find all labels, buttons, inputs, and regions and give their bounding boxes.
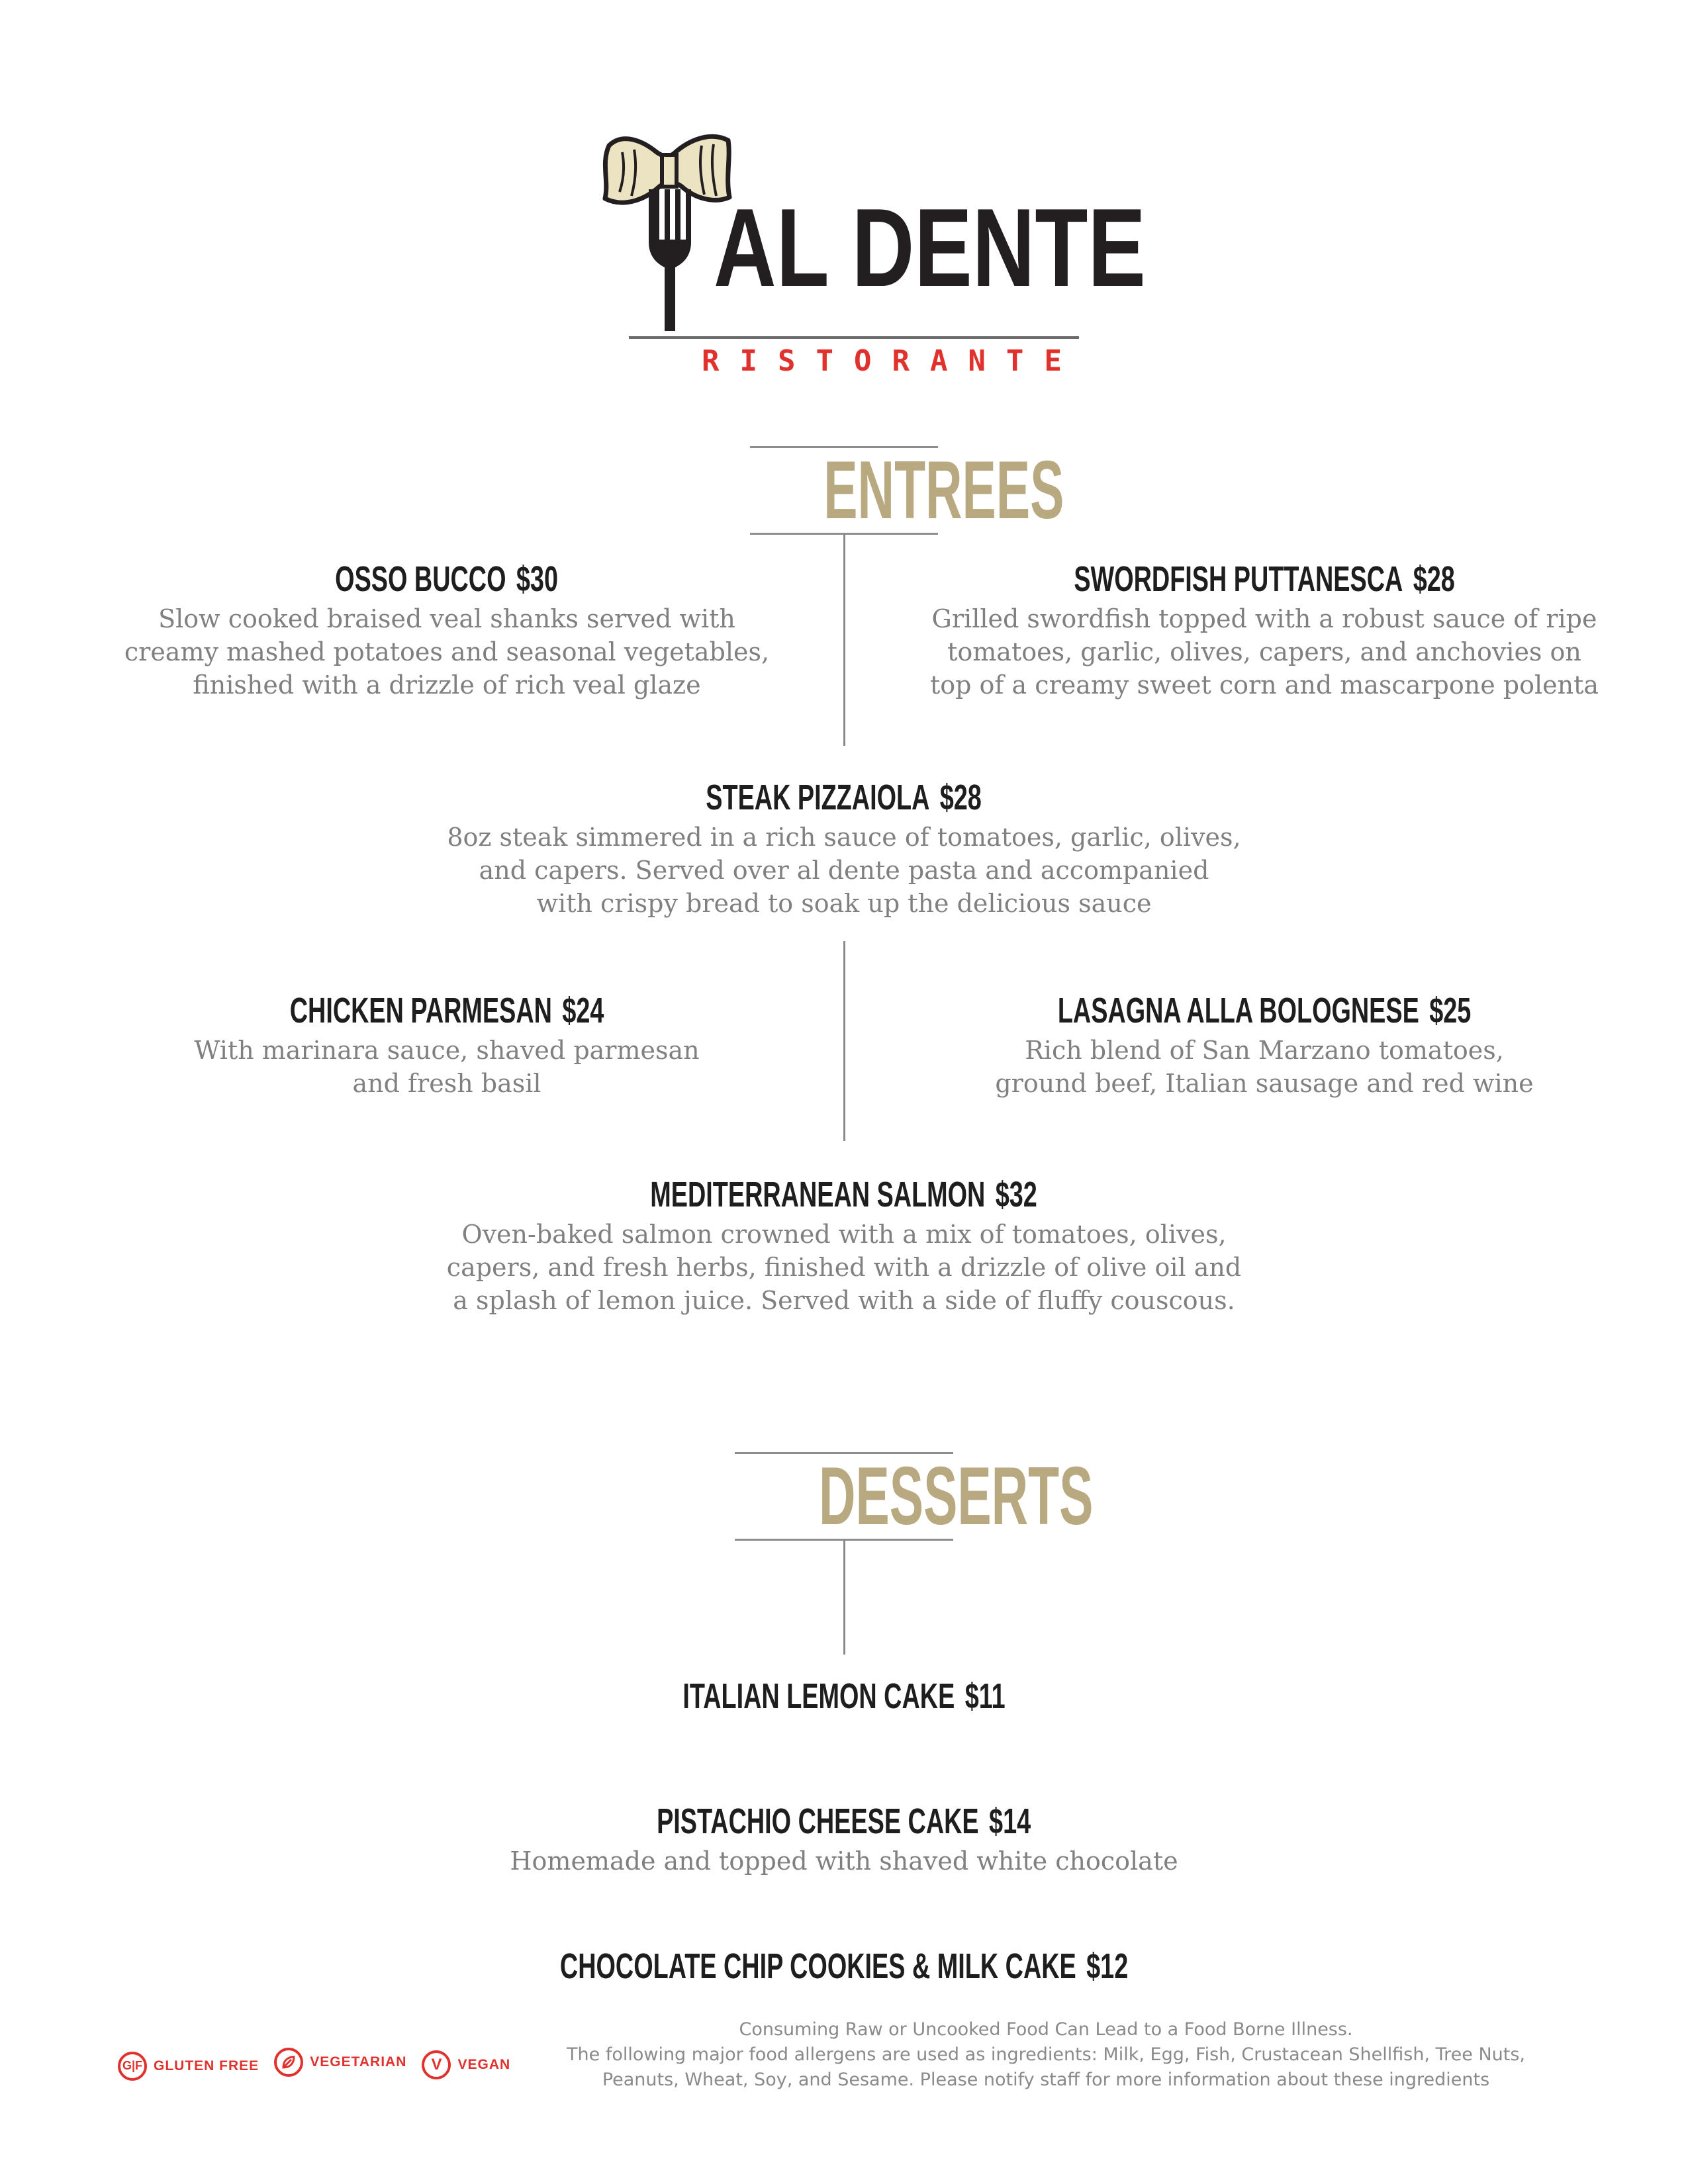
menu-item-name: PISTACHIO CHEESE CAKE$14 [657, 1801, 1031, 1841]
divider-line [843, 533, 845, 746]
logo-divider [629, 336, 1079, 339]
menu-item-description: With marinara sauce, shaved parmesan and… [194, 1036, 700, 1098]
menu-item-description: Oven-baked salmon crowned with a mix of … [446, 1220, 1242, 1315]
menu-item-description: Homemade and topped with shaved white ch… [510, 1846, 1178, 1876]
legend-item: VEGETARIAN [274, 2048, 406, 2077]
divider-line [843, 941, 845, 1141]
legend-item: V VEGAN [422, 2050, 510, 2079]
menu-item-name: CHICKEN PARMESAN$24 [289, 991, 604, 1030]
menu-item-description: Slow cooked braised veal shanks served w… [124, 604, 770, 700]
menu-item-description: 8oz steak simmered in a rich sauce of to… [447, 823, 1241, 918]
fork-farfalle-icon [602, 134, 732, 331]
footer-line: The following major food allergens are u… [567, 2044, 1525, 2065]
vegan-icon: V [422, 2050, 451, 2079]
menu-item-name: STEAK PIZZAIOLA$28 [706, 778, 982, 817]
menu-item-name: CHOCOLATE CHIP COOKIES & MILK CAKE$12 [559, 1946, 1129, 1986]
brand-subtitle: RISTORANTE [702, 344, 1082, 378]
dietary-legend: G|F GLUTEN FREE VEGETARIAN V VEGAN [118, 2048, 522, 2087]
gluten-free-icon: G|F [118, 2051, 147, 2081]
menu-item-description: Rich blend of San Marzano tomatoes, grou… [995, 1036, 1534, 1098]
restaurant-logo: AL DENTE RISTORANTE [596, 126, 1146, 390]
divider-line [843, 1539, 845, 1655]
menu-item-name: SWORDFISH PUTTANESCA$28 [1074, 559, 1455, 599]
section-title-entrees: ENTREES [750, 446, 1064, 535]
footer-line: Peanuts, Wheat, Soy, and Sesame. Please … [602, 2070, 1490, 2090]
menu-item-name: LASAGNA ALLA BOLOGNESE$25 [1057, 991, 1472, 1030]
brand-name: AL DENTE [714, 185, 1146, 310]
menu-item-name: MEDITERRANEAN SALMON$32 [650, 1175, 1038, 1214]
menu-item-name: OSSO BUCCO$30 [335, 559, 559, 599]
section-title-desserts: DESSERTS [735, 1452, 1093, 1541]
menu-item-description: Grilled swordfish topped with a robust s… [929, 604, 1599, 700]
menu-item-name: ITALIAN LEMON CAKE$11 [682, 1676, 1006, 1716]
legend-item: G|F GLUTEN FREE [118, 2051, 259, 2081]
footer-line: Consuming Raw or Uncooked Food Can Lead … [739, 2019, 1353, 2040]
allergen-notice: Consuming Raw or Uncooked Food Can Lead … [516, 2017, 1575, 2093]
vegetarian-icon [274, 2048, 304, 2077]
